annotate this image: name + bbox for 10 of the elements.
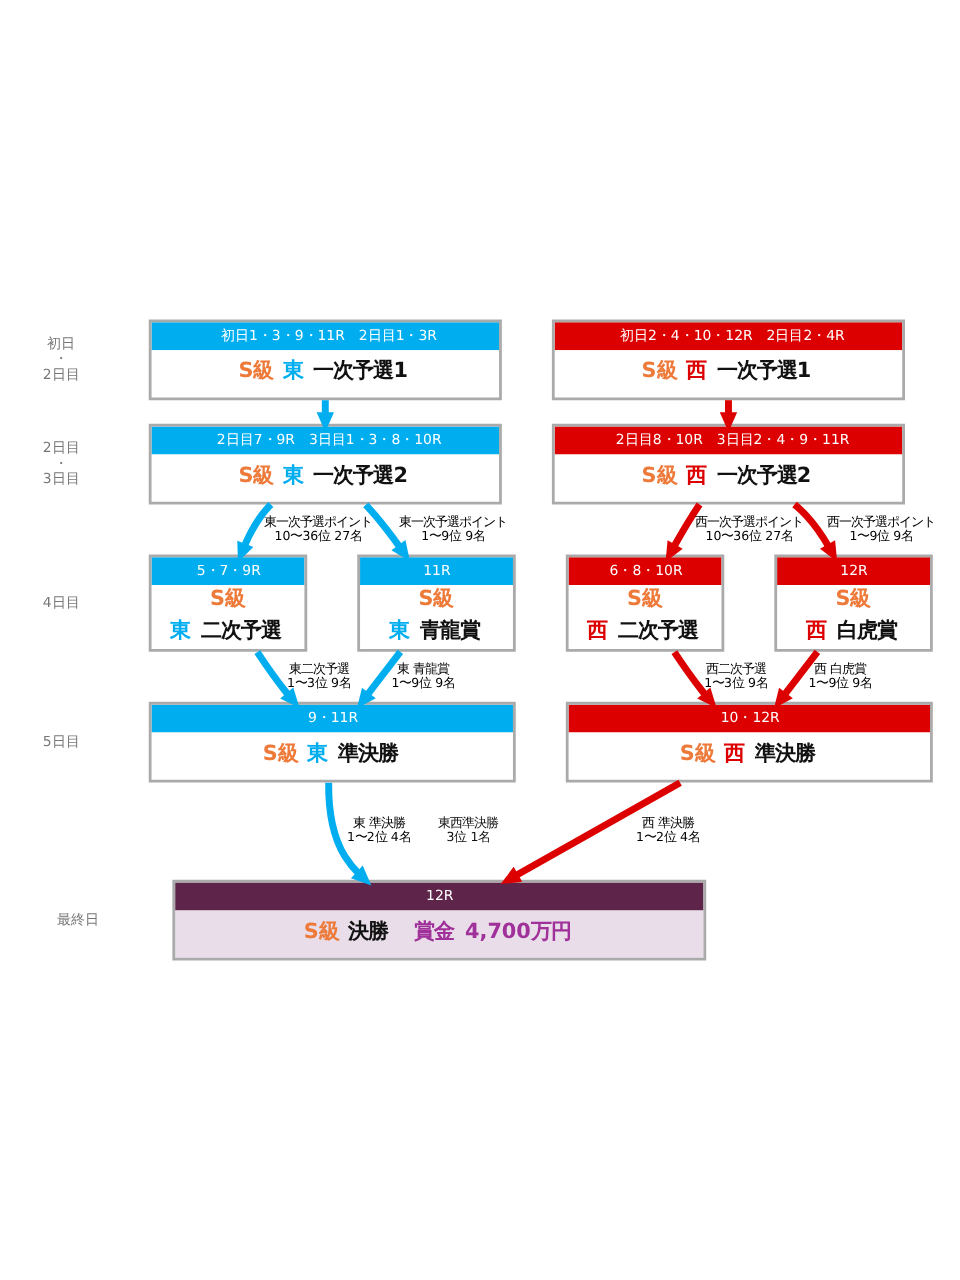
arrow [253, 650, 299, 709]
arrow [324, 782, 371, 886]
arrow [772, 649, 820, 709]
arrow [670, 650, 716, 709]
arrow [664, 502, 702, 562]
arrow [236, 502, 273, 563]
arrow [355, 649, 403, 709]
arrow [791, 501, 837, 562]
arrow [499, 779, 681, 885]
arrow [362, 502, 409, 562]
